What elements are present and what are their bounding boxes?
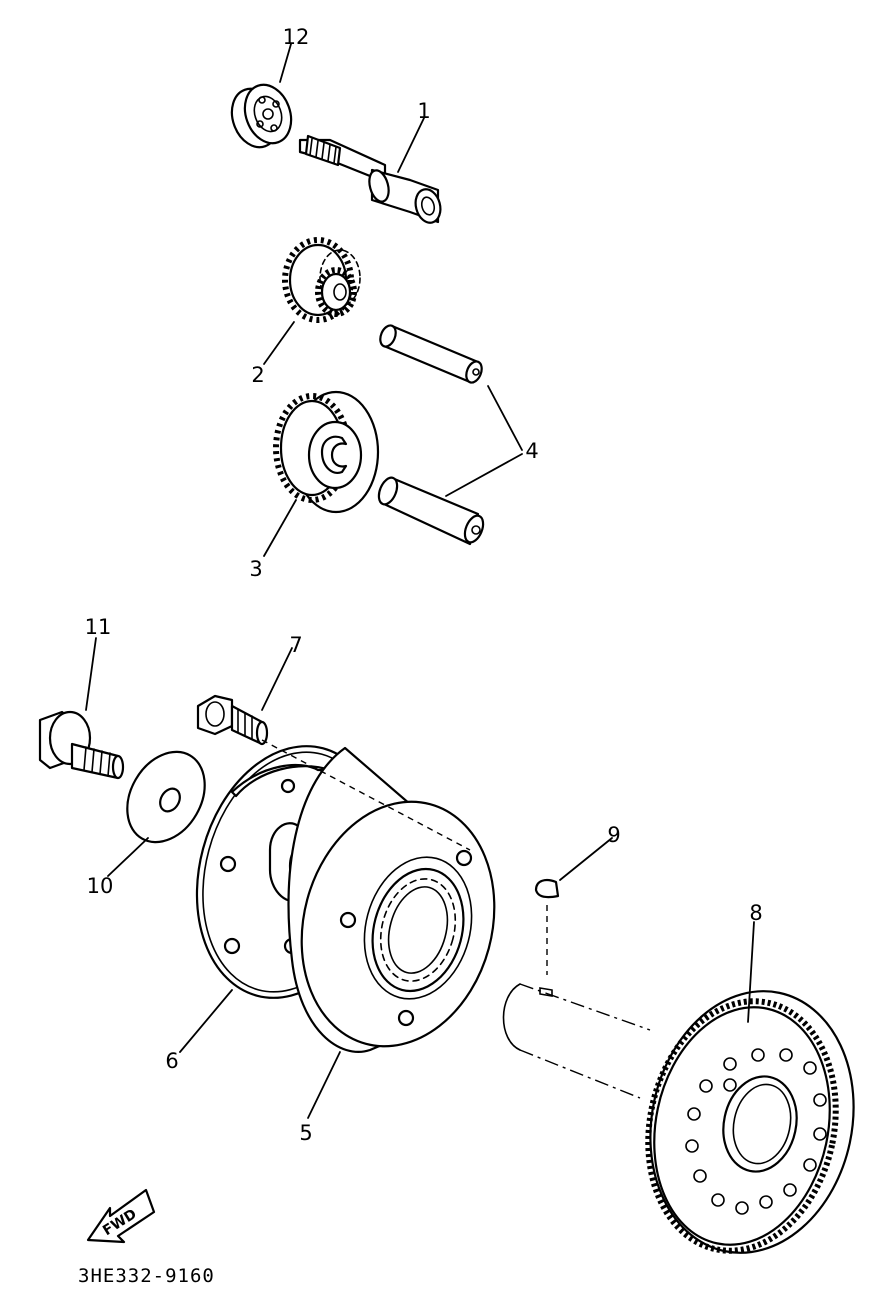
wheel-gear-holes <box>685 1048 827 1215</box>
part-1-shaft <box>298 134 442 224</box>
callout-11: 11 <box>85 615 112 639</box>
leader-lines <box>85 43 755 1119</box>
part-9-key <box>534 879 560 899</box>
callout-8: 8 <box>749 901 762 925</box>
drawing-code: 3HE332-9160 <box>78 1265 215 1287</box>
part-7-bolt <box>196 694 269 746</box>
part-3-gear <box>273 390 380 514</box>
part-10-washer <box>126 750 206 844</box>
part-12-bearing <box>230 83 293 149</box>
callout-4: 4 <box>525 439 538 463</box>
part-5-clutch <box>287 746 496 1053</box>
part-8-wheel-gear <box>645 990 855 1254</box>
callout-2: 2 <box>251 363 264 387</box>
callouts: 12 1 2 3 4 11 7 9 8 10 6 5 <box>85 25 763 1145</box>
callout-12: 12 <box>283 25 310 49</box>
callout-5: 5 <box>299 1121 312 1145</box>
part-4-pins <box>377 324 485 546</box>
callout-7: 7 <box>289 633 302 657</box>
callout-6: 6 <box>165 1049 178 1073</box>
part-11-bolt <box>38 710 125 780</box>
part-2-idler-gear <box>282 237 361 323</box>
callout-10: 10 <box>87 874 114 898</box>
crankshaft-phantom <box>502 983 651 1099</box>
fwd-arrow-icon: FWD <box>86 1188 156 1244</box>
callout-1: 1 <box>417 99 430 123</box>
callout-3: 3 <box>249 557 262 581</box>
callout-9: 9 <box>607 823 620 847</box>
